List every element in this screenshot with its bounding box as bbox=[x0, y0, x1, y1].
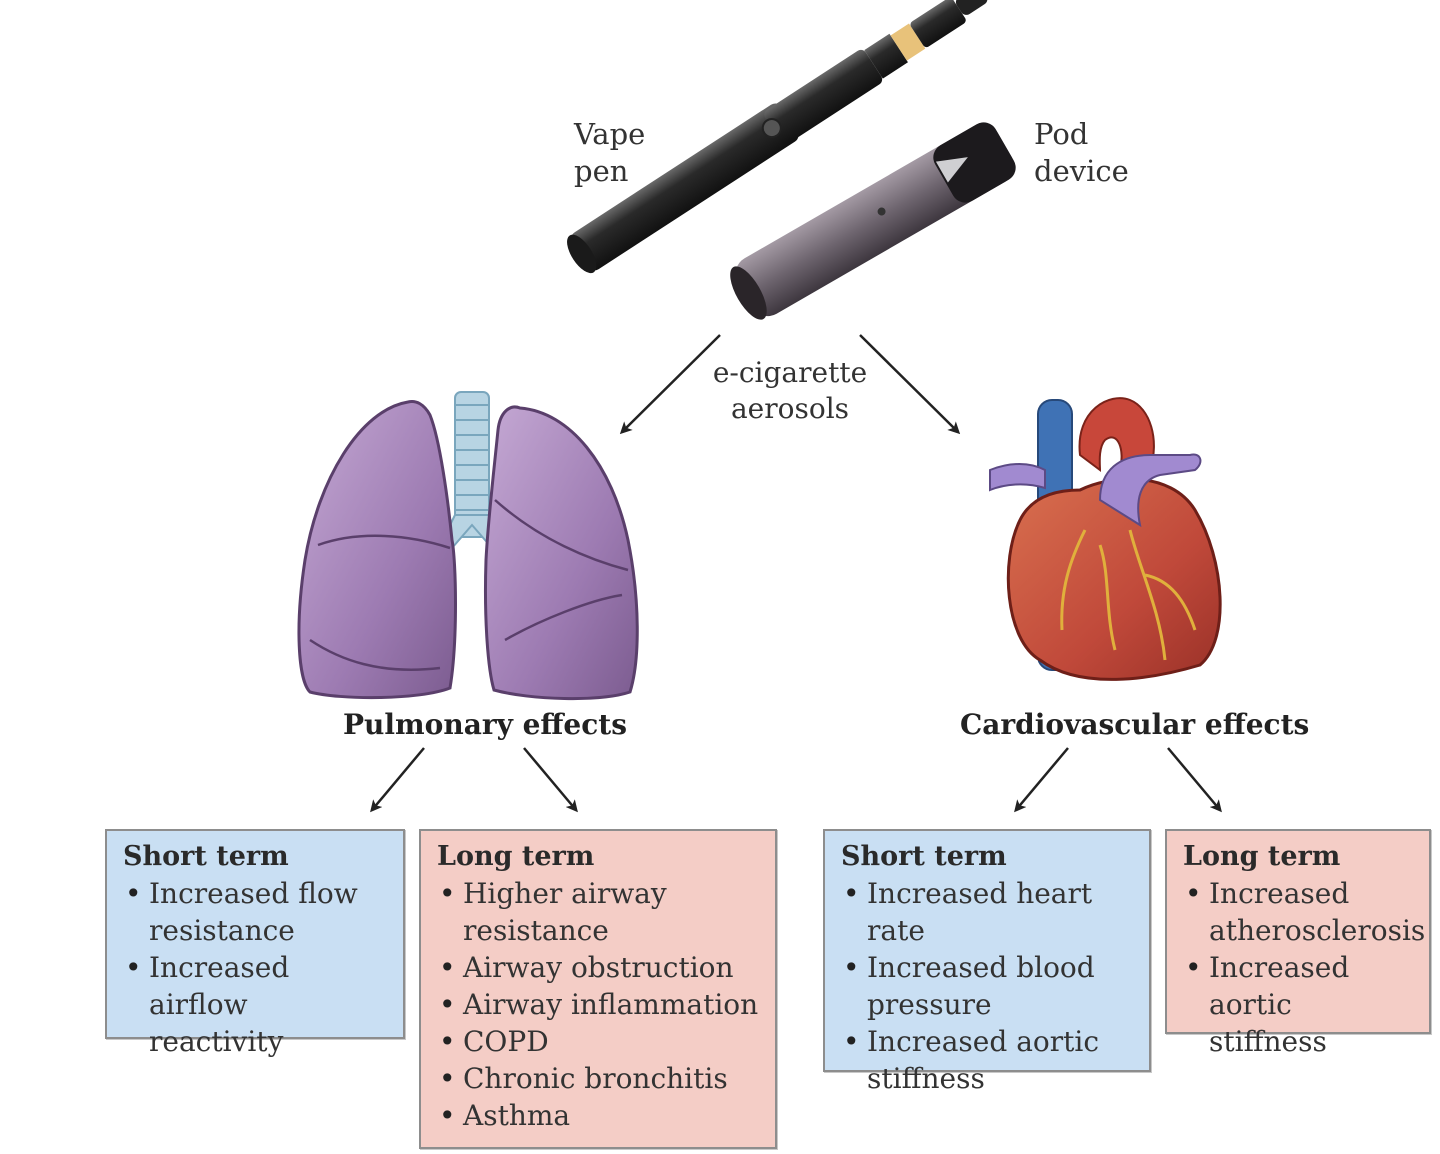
vape-pen-label-line2: pen bbox=[574, 154, 629, 188]
pod-device-label-line1: Pod bbox=[1034, 117, 1089, 151]
aerosols-label: e-cigarette aerosols bbox=[700, 355, 880, 427]
list-item: Increased heart rate bbox=[841, 875, 1135, 949]
list-item: Increased airflow reactivity bbox=[123, 949, 389, 1060]
list-item: Airway inflammation bbox=[437, 986, 761, 1023]
pulmonary-effects-title: Pulmonary effects bbox=[343, 708, 627, 741]
cardiovascular-long-term-box: Long term Increased atherosclerosis Incr… bbox=[1165, 829, 1431, 1058]
vape-pen-label-line1: Vape bbox=[574, 117, 646, 151]
list-item: Asthma bbox=[437, 1097, 761, 1134]
pulmonary-short-term-box: Short term Increased flow resistance Inc… bbox=[105, 829, 405, 1058]
pulmonary-long-term-list: Higher airway resistance Airway obstruct… bbox=[437, 875, 761, 1134]
cardiovascular-effects-title: Cardiovascular effects bbox=[960, 708, 1310, 741]
vape-pen-label: Vape pen bbox=[574, 116, 645, 190]
list-item: COPD bbox=[437, 1023, 761, 1060]
pulmonary-short-term-title: Short term bbox=[123, 841, 289, 872]
list-item: Increased atherosclerosis bbox=[1183, 875, 1425, 949]
cardiovascular-long-term-title: Long term bbox=[1183, 841, 1341, 872]
list-item: Higher airway resistance bbox=[437, 875, 761, 949]
list-item: Chronic bronchitis bbox=[437, 1060, 761, 1097]
aerosols-label-line2: aerosols bbox=[730, 392, 850, 425]
pod-device-label: Pod device bbox=[1034, 116, 1129, 190]
lungs-illustration bbox=[297, 391, 639, 701]
cardiovascular-short-term-list: Increased heart rate Increased blood pre… bbox=[841, 875, 1135, 1097]
cardiovascular-short-term-title: Short term bbox=[841, 841, 1007, 872]
list-item: Increased aortic stiffness bbox=[1183, 949, 1415, 1060]
pulmonary-long-term-title: Long term bbox=[437, 841, 595, 872]
cardiovascular-short-term-box: Short term Increased heart rate Increase… bbox=[823, 829, 1151, 1095]
pulmonary-long-term-box: Long term Higher airway resistance Airwa… bbox=[419, 829, 777, 1149]
pod-device-label-line2: device bbox=[1034, 154, 1129, 188]
cardiovascular-long-term-list: Increased atherosclerosis Increased aort… bbox=[1183, 875, 1425, 1060]
list-item: Airway obstruction bbox=[437, 949, 761, 986]
pulmonary-short-term-list: Increased flow resistance Increased airf… bbox=[123, 875, 389, 1060]
list-item: Increased blood pressure bbox=[841, 949, 1135, 1023]
aerosols-label-line1: e-cigarette bbox=[712, 356, 868, 389]
list-item: Increased flow resistance bbox=[123, 875, 389, 949]
heart-illustration bbox=[989, 397, 1222, 681]
list-item: Increased aortic stiffness bbox=[841, 1023, 1135, 1097]
